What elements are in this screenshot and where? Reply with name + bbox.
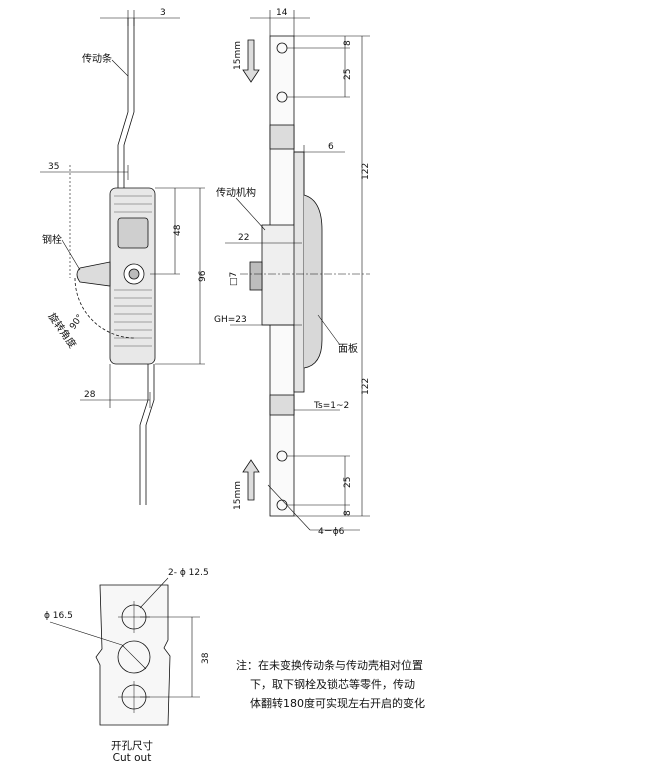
- dim-rod-side-width: 14: [276, 8, 288, 18]
- label-steel-bolt: 钢栓: [42, 233, 62, 246]
- front-view: [40, 10, 205, 505]
- dim-122-bottom: 122: [361, 378, 371, 395]
- label-panel: 面板: [338, 342, 358, 355]
- stroke-top-label: 15mm: [233, 41, 243, 70]
- label-drive-rod: 传动条: [82, 52, 112, 65]
- label-drive-mechanism: 传动机构: [216, 186, 256, 199]
- cutout-title-en: Cut out: [112, 752, 152, 764]
- dim-rotation-angle: 90°: [68, 313, 85, 332]
- dim-hole-bottom-8: 8: [343, 510, 353, 516]
- drive-rod-lower: [139, 364, 155, 505]
- dim-bolt-offset: 35: [48, 162, 59, 172]
- drive-rod-upper: [117, 18, 135, 188]
- cutout-view: [49, 577, 200, 726]
- cutout-title-cn: 开孔尺寸: [111, 740, 153, 752]
- dim-core-height: 48: [173, 224, 183, 236]
- dim-hole-top-25: 25: [343, 69, 353, 80]
- cutout-hole-center: [117, 640, 151, 674]
- stroke-arrow-up: [242, 459, 260, 501]
- note-line-1: 注：在未变换传动条与传动壳相对位置: [236, 659, 423, 672]
- dim-rod-offset: 28: [84, 390, 96, 400]
- dim-mechanism-22: 22: [238, 233, 249, 243]
- dim-hole-bottom-25: 25: [343, 477, 353, 488]
- note-line-2: 下，取下钢栓及锁芯等零件，传动: [250, 678, 415, 691]
- dim-square-7: □7: [229, 272, 239, 286]
- dim-cutout-center: ϕ 16.5: [44, 611, 73, 621]
- dim-gh: GH=23: [214, 315, 247, 325]
- dim-hole-top-8: 8: [343, 40, 353, 46]
- rotation-arc: [74, 277, 135, 339]
- dim-122-top: 122: [361, 163, 371, 180]
- note-line-3: 体翻转180度可实现左右开启的变化: [250, 697, 425, 710]
- dim-hole-diameter: 4－ϕ6: [318, 527, 345, 537]
- steel-bolt: [76, 261, 111, 287]
- dim-ts: Ts=1~2: [313, 401, 349, 411]
- dim-body-height: 96: [198, 270, 208, 282]
- dim-cutout-38: 38: [201, 652, 211, 664]
- dim-panel-6: 6: [328, 142, 334, 152]
- dim-cutout-holes: 2- ϕ 12.5: [168, 568, 209, 578]
- note-block: 注：在未变换传动条与传动壳相对位置 下，取下钢栓及锁芯等零件，传动 体翻转180…: [236, 656, 425, 713]
- side-view: [225, 10, 370, 531]
- cutout-plate: [95, 584, 171, 726]
- stroke-bottom-label: 15mm: [233, 481, 243, 510]
- stroke-arrow-down: [242, 39, 260, 83]
- panel: [303, 194, 323, 369]
- dim-rod-width: 3: [160, 8, 166, 18]
